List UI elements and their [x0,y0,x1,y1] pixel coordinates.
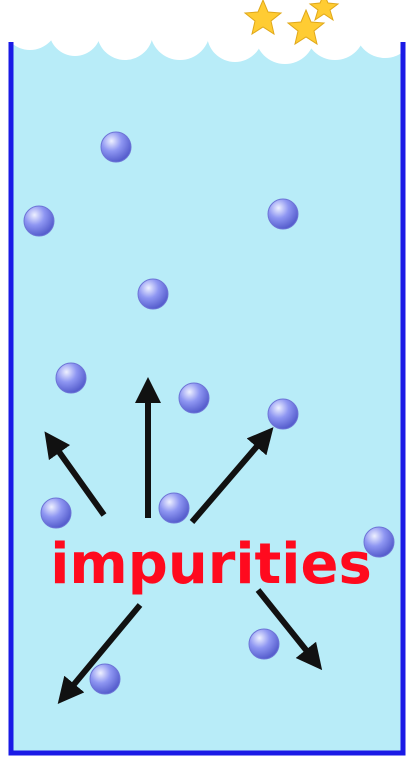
impurities-label: impurities [50,532,372,597]
particle-icon [268,199,298,229]
particle-icon [268,399,298,429]
particle-icon [90,664,120,694]
particle-icon [24,206,54,236]
particle-icon [179,383,209,413]
particle-icon [101,132,131,162]
particle-icon [56,363,86,393]
particle-icon [159,493,189,523]
particle-icon [138,279,168,309]
particle-icon [41,498,71,528]
particle-icon [249,629,279,659]
